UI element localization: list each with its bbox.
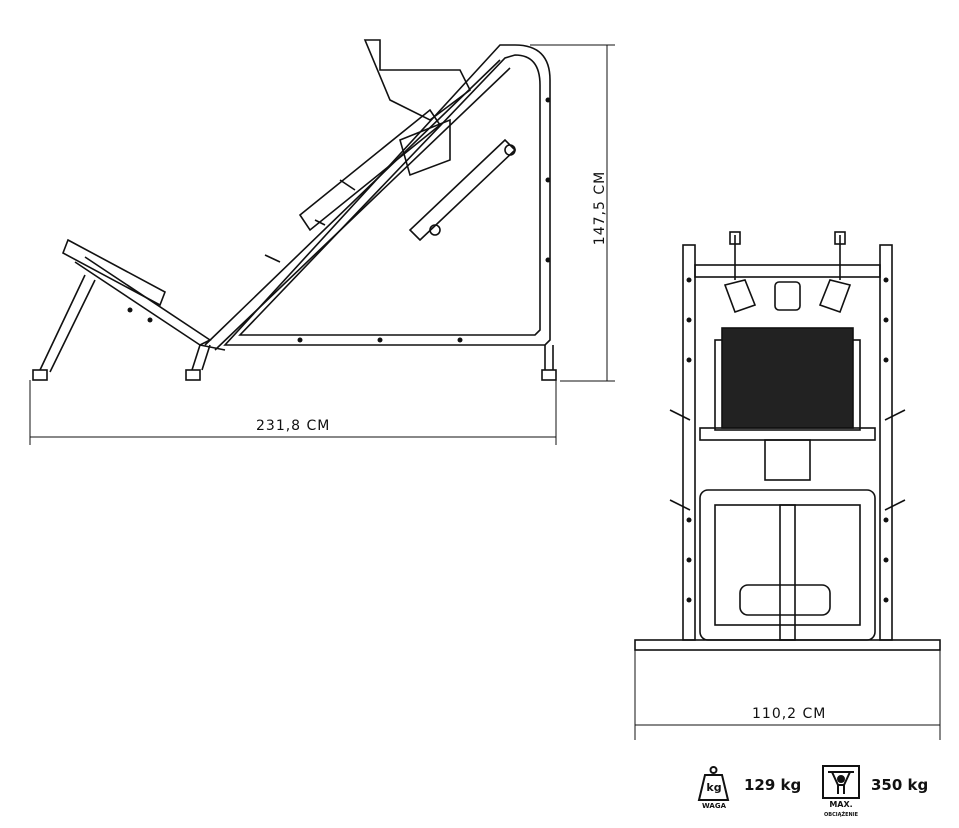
length-dimension-label: 231,8 CM [256,418,331,434]
weight-icon [697,766,730,801]
side-view [32,39,557,381]
height-dimension-label: 147,5 CM [592,170,608,246]
weight-icon-text: kg [706,781,722,794]
width-dimension-label: 110,2 CM [752,706,827,722]
front-view [634,231,941,651]
weight-value: 129 kg [744,776,802,794]
weight-label: WAGA [702,802,726,810]
max-load-sublabel: OBCIĄŻENIE [824,812,858,818]
max-load-icon [822,765,860,799]
max-load-label: MAX. [829,800,853,809]
width-dimension-line [634,650,941,740]
height-dimension-line [530,44,615,382]
length-dimension-line [29,380,557,445]
max-load-value: 350 kg [871,776,929,794]
